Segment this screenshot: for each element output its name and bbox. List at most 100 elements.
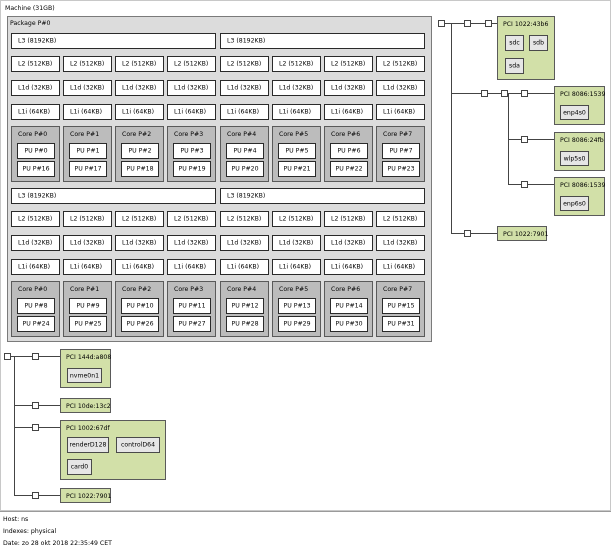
connector-line xyxy=(508,184,521,185)
processing-unit: PU P#21 xyxy=(278,161,316,177)
processing-unit: PU P#0 xyxy=(17,143,55,159)
l1d-cache: L1d (32KB) xyxy=(167,235,216,251)
connector-line xyxy=(528,139,554,140)
l2-cache: L2 (512KB) xyxy=(11,211,60,227)
l2-cache: L2 (512KB) xyxy=(220,56,269,72)
processing-unit: PU P#11 xyxy=(173,298,211,314)
l2-cache: L2 (512KB) xyxy=(115,56,164,72)
l1i-cache: L1i (64KB) xyxy=(167,104,216,120)
l1i-cache: L1i (64KB) xyxy=(11,104,60,120)
l2-cache: L2 (512KB) xyxy=(115,211,164,227)
l1i-cache: L1i (64KB) xyxy=(11,259,60,275)
core-label: Core P#2 xyxy=(122,131,152,138)
connector-line xyxy=(492,23,497,24)
legend-divider xyxy=(0,511,611,512)
disk-sdc: sdc xyxy=(505,35,524,51)
connector-line xyxy=(11,356,15,357)
l1d-cache: L1d (32KB) xyxy=(324,80,373,96)
processing-unit: PU P#25 xyxy=(69,316,107,332)
l1d-cache: L1d (32KB) xyxy=(63,235,112,251)
l3-cache: L3 (8192KB) xyxy=(11,33,216,49)
footer-date: Date: zo 28 okt 2018 22:35:49 CET xyxy=(3,540,112,547)
l2-cache: L2 (512KB) xyxy=(272,211,321,227)
pci-nvme-controller: PCI 144d:a808 nvme0n1 xyxy=(60,349,111,388)
processing-unit: PU P#27 xyxy=(173,316,211,332)
disk-sda: sda xyxy=(505,58,524,74)
processing-unit: PU P#5 xyxy=(278,143,316,159)
l1d-cache: L1d (32KB) xyxy=(324,235,373,251)
l1i-cache: L1i (64KB) xyxy=(272,104,321,120)
processing-unit: PU P#20 xyxy=(226,161,264,177)
pci-bridge: PCI 1022:7901 xyxy=(497,226,549,241)
processing-unit: PU P#12 xyxy=(226,298,264,314)
connector-line xyxy=(14,495,32,496)
pci-connector-node xyxy=(32,402,39,409)
pci-connector-node xyxy=(521,90,528,97)
processing-unit: PU P#8 xyxy=(17,298,55,314)
processing-unit: PU P#30 xyxy=(330,316,368,332)
package-label: Package P#0 xyxy=(10,20,51,27)
pci-label: PCI 8086:24fb xyxy=(560,137,604,144)
connector-line xyxy=(471,233,497,234)
pci-wifi-controller: PCI 8086:24fb wlp5s0 xyxy=(554,132,605,171)
pci-label: PCI 8086:1539 xyxy=(560,91,606,98)
processing-unit: PU P#4 xyxy=(226,143,264,159)
l2-cache: L2 (512KB) xyxy=(376,211,425,227)
l2-cache: L2 (512KB) xyxy=(376,56,425,72)
processing-unit: PU P#2 xyxy=(121,143,159,159)
processing-unit: PU P#26 xyxy=(121,316,159,332)
processing-unit: PU P#31 xyxy=(382,316,420,332)
l1d-cache: L1d (32KB) xyxy=(272,235,321,251)
core-label: Core P#7 xyxy=(383,131,413,138)
core-label: Core P#5 xyxy=(279,131,309,138)
l1d-cache: L1d (32KB) xyxy=(272,80,321,96)
l1i-cache: L1i (64KB) xyxy=(324,104,373,120)
footer-indexes: Indexes: physical xyxy=(3,528,57,535)
l1d-cache: L1d (32KB) xyxy=(115,80,164,96)
l1i-cache: L1i (64KB) xyxy=(376,104,425,120)
pci-gpu: PCI 1002:67df renderD128 controlD64 card… xyxy=(60,420,166,480)
pci-connector-node xyxy=(501,90,508,97)
pci-storage-controller: PCI 1022:43b6 sdc sdb sda xyxy=(497,16,555,80)
machine-label: Machine (31GB) xyxy=(5,5,55,12)
footer-host: Host: ns xyxy=(3,516,29,523)
processing-unit: PU P#22 xyxy=(330,161,368,177)
l1i-cache: L1i (64KB) xyxy=(63,104,112,120)
pci-label: PCI 1022:7901 xyxy=(503,231,549,238)
l1d-cache: L1d (32KB) xyxy=(220,80,269,96)
l2-cache: L2 (512KB) xyxy=(11,56,60,72)
core-label: Core P#4 xyxy=(227,131,257,138)
gpu-render-node: renderD128 xyxy=(67,437,109,453)
pci-connector-node xyxy=(521,136,528,143)
core-label: Core P#0 xyxy=(18,286,48,293)
network-interface-enp4s0: enp4s0 xyxy=(560,105,589,120)
connector-line xyxy=(471,23,485,24)
l1i-cache: L1i (64KB) xyxy=(63,259,112,275)
connector-line xyxy=(508,93,521,94)
pci-connector-node xyxy=(32,353,39,360)
processing-unit: PU P#16 xyxy=(17,161,55,177)
processing-unit: PU P#24 xyxy=(17,316,55,332)
l2-cache: L2 (512KB) xyxy=(167,211,216,227)
pci-connector-node xyxy=(438,20,445,27)
pci-connector-node xyxy=(521,181,528,188)
processing-unit: PU P#3 xyxy=(173,143,211,159)
cpu-core: Core P#0 PU P#8 PU P#24 xyxy=(11,281,60,337)
connector-line xyxy=(39,405,60,406)
pci-connector-node xyxy=(485,20,492,27)
l2-cache: L2 (512KB) xyxy=(63,211,112,227)
pci-connector-node xyxy=(481,90,488,97)
core-label: Core P#1 xyxy=(70,131,100,138)
connector-line xyxy=(39,427,60,428)
connector-line xyxy=(488,93,501,94)
processing-unit: PU P#9 xyxy=(69,298,107,314)
l1d-cache: L1d (32KB) xyxy=(115,235,164,251)
